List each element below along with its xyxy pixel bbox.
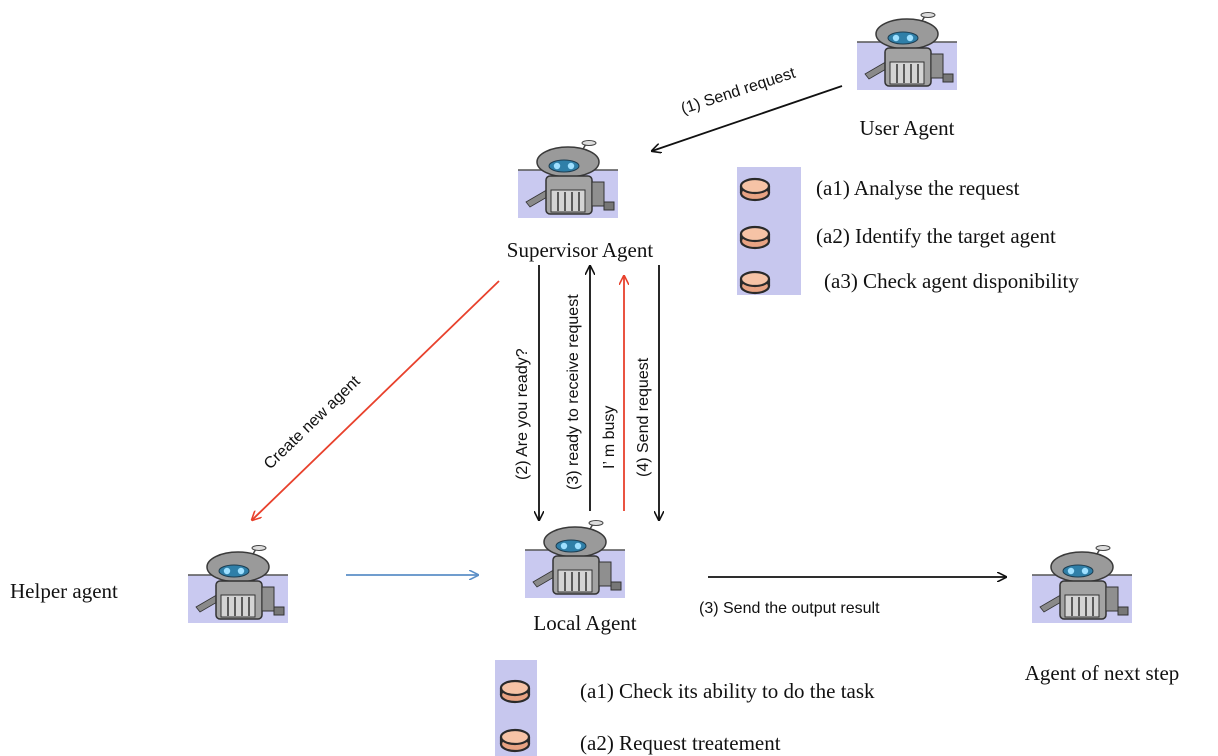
are-you-ready-label: (2) Are you ready? bbox=[514, 348, 531, 480]
create-agent-arrow bbox=[252, 280, 500, 520]
supervisor-task-item: (a1) Analyse the request bbox=[816, 176, 1020, 200]
helper-agent-label: Helper agent bbox=[10, 579, 118, 603]
send-output-label: (3) Send the output result bbox=[699, 600, 880, 617]
task-disk-icon bbox=[739, 270, 771, 295]
task-disk-icon bbox=[499, 728, 531, 753]
local-task-list: (a1) Check its ability to do the task (a… bbox=[495, 660, 875, 756]
local-agent-robot-icon bbox=[524, 519, 626, 599]
local-task-item: (a2) Request treatement bbox=[580, 731, 781, 755]
helper-agent-robot-icon bbox=[187, 544, 289, 624]
task-disk-icon bbox=[739, 177, 771, 202]
user-agent-robot-icon bbox=[856, 11, 958, 91]
supervisor-task-item: (a3) Check agent disponibility bbox=[824, 269, 1079, 293]
send-request-4-label: (4) Send request bbox=[635, 357, 652, 477]
local-agent-label: Local Agent bbox=[533, 611, 636, 635]
ready-to-receive-label: (3) ready to receive request bbox=[565, 294, 582, 490]
send-request-label: (1) Send request bbox=[679, 65, 798, 118]
next-step-agent-label: Agent of next step bbox=[1025, 661, 1180, 685]
im-busy-label: I’ m busy bbox=[601, 406, 618, 469]
task-disk-icon bbox=[739, 225, 771, 250]
supervisor-task-list: (a1) Analyse the request (a2) Identify t… bbox=[737, 167, 1079, 295]
user-agent-label: User Agent bbox=[859, 116, 954, 140]
create-new-agent-label: Create new agent bbox=[261, 373, 364, 473]
supervisor-task-item: (a2) Identify the target agent bbox=[816, 224, 1056, 248]
supervisor-agent-label: Supervisor Agent bbox=[507, 238, 654, 262]
send-request-arrow bbox=[652, 85, 843, 151]
next-step-agent-robot-icon bbox=[1031, 544, 1133, 624]
task-disk-icon bbox=[499, 679, 531, 704]
supervisor-agent-robot-icon bbox=[517, 139, 619, 219]
local-task-item: (a1) Check its ability to do the task bbox=[580, 679, 875, 703]
